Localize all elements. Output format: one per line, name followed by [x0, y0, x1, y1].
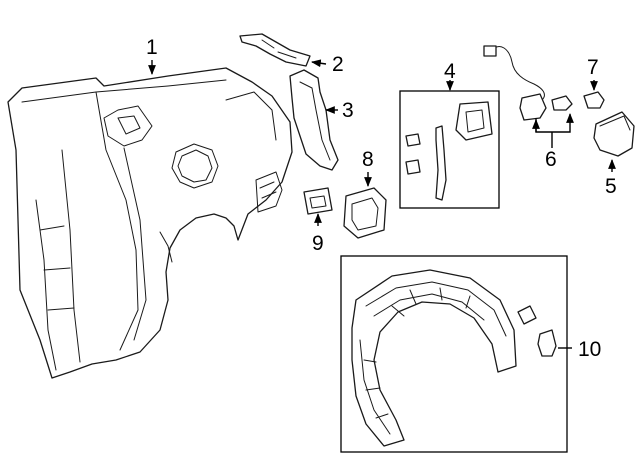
callout-8: 8 — [362, 148, 374, 171]
fender-liner-part — [351, 269, 517, 447]
callout-9: 9 — [312, 232, 324, 255]
clip-part — [405, 133, 421, 147]
fuel-door-actuator-part — [483, 45, 574, 148]
side-seal-part — [289, 69, 339, 171]
callout-7: 7 — [587, 56, 599, 79]
callout-6: 6 — [545, 148, 557, 171]
callout-2: 2 — [332, 53, 344, 76]
lid-spring-rod-part — [435, 125, 447, 201]
fuel-filler-housing-part — [343, 172, 387, 239]
fender-liner-group — [340, 255, 572, 453]
fuel-door-part — [593, 111, 635, 172]
liner-nut-part — [537, 329, 557, 357]
quarter-panel-part — [7, 67, 293, 379]
retainer-clip-part — [583, 80, 605, 109]
harness-connector-part — [483, 45, 497, 57]
fuel-door-hardware-group — [399, 80, 500, 209]
callout-5: 5 — [605, 175, 617, 198]
clip-part — [405, 159, 421, 175]
seal-pad-part — [303, 187, 333, 226]
liner-clip-part — [517, 305, 537, 325]
callout-10: 10 — [578, 338, 601, 361]
part-10-group-box — [340, 255, 568, 453]
actuator-bolt-part — [551, 95, 573, 111]
callout-1: 1 — [146, 36, 158, 59]
fuel-lid-bracket-part — [455, 101, 493, 141]
upper-bracket-part — [239, 33, 311, 67]
leader-2 — [311, 59, 327, 68]
callout-4: 4 — [444, 60, 456, 83]
part-4-group-box — [399, 90, 500, 209]
callout-3: 3 — [342, 99, 354, 122]
